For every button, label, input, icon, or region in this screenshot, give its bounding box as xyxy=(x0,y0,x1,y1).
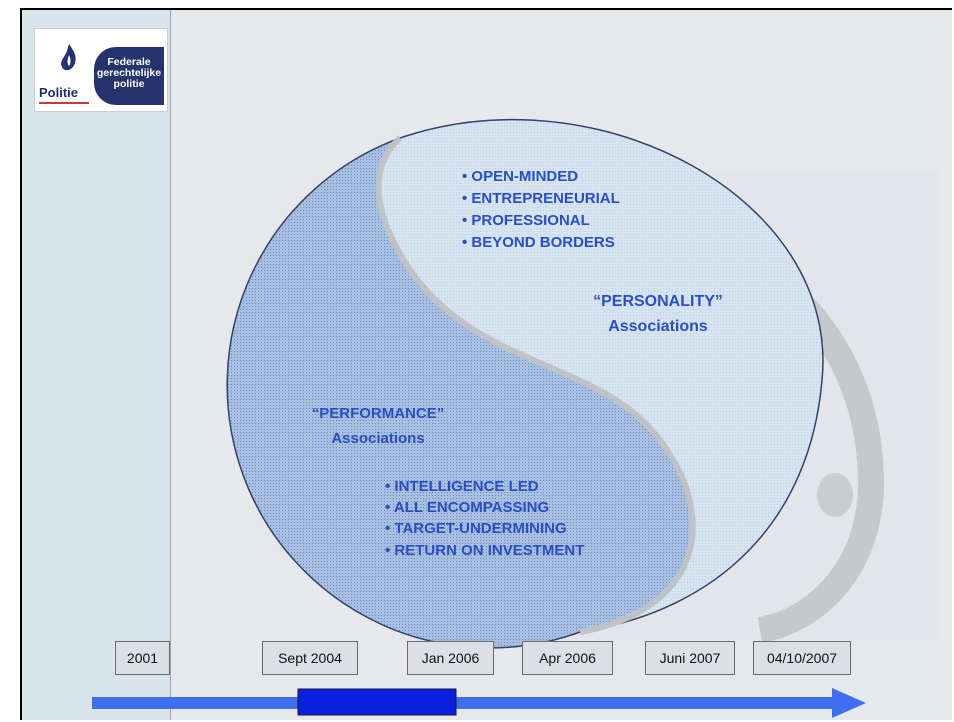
performance-item-2: • ALL ENCOMPASSING xyxy=(385,499,549,516)
logo-badge: Federale gerechtelijke politie xyxy=(94,47,164,105)
performance-subheading: Associations xyxy=(331,430,424,447)
personality-item-3: • PROFESSIONAL xyxy=(462,212,590,229)
timeline-date-apr-2006: Apr 2006 xyxy=(522,641,613,675)
politie-logo: Politie Federale gerechtelijke politie xyxy=(34,28,168,112)
performance-item-3: • TARGET-UNDERMINING xyxy=(385,520,567,537)
logo-wordmark: Politie xyxy=(39,85,79,100)
performance-heading: “PERFORMANCE” xyxy=(312,405,445,422)
logo-badge-line-1: Federale xyxy=(107,56,151,68)
personality-item-1: • OPEN-MINDED xyxy=(462,168,578,185)
timeline-date-04-10-2007: 04/10/2007 xyxy=(753,641,851,675)
logo-badge-line-3: politie xyxy=(113,78,145,90)
timeline-date-sept-2004: Sept 2004 xyxy=(262,641,358,675)
personality-item-4: • BEYOND BORDERS xyxy=(462,234,615,251)
personality-item-2: • ENTREPRENEURIAL xyxy=(462,190,620,207)
timeline-date-juni-2007: Juni 2007 xyxy=(645,641,735,675)
left-sidebar-strip xyxy=(22,10,171,720)
personality-heading: “PERSONALITY” xyxy=(593,293,723,310)
timeline-date-jan-2006: Jan 2006 xyxy=(407,641,494,675)
flame-icon xyxy=(61,44,76,71)
separator-band xyxy=(375,135,696,635)
performance-item-4: • RETURN ON INVESTMENT xyxy=(385,542,584,559)
logo-underline xyxy=(39,102,89,104)
performance-item-1: • INTELLIGENCE LED xyxy=(385,478,539,495)
personality-subheading: Associations xyxy=(608,318,708,335)
logo-badge-line-2: gerechtelijke xyxy=(96,67,162,79)
timeline-date-2001: 2001 xyxy=(115,641,170,675)
timeline-arrow xyxy=(92,688,866,718)
timeline-highlight-segment xyxy=(297,688,457,716)
